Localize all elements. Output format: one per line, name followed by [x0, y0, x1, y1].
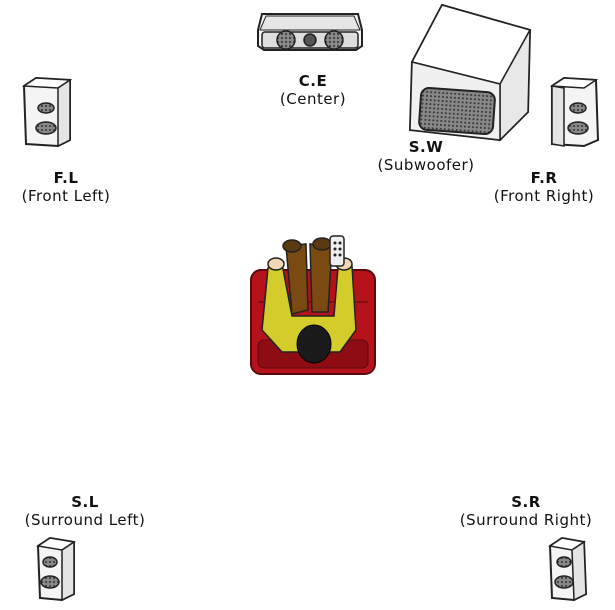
- subwoofer-label: S.W (Subwoofer): [358, 138, 494, 174]
- center-speaker-icon: [257, 13, 363, 51]
- surround-left-name: (Surround Left): [24, 511, 146, 529]
- listener-on-sofa-icon: [250, 235, 376, 375]
- front-left-speaker-icon: [21, 76, 73, 148]
- front-left-name: (Front Left): [21, 187, 111, 205]
- front-right-label: F.R (Front Right): [476, 169, 612, 205]
- center-name: (Center): [279, 90, 347, 108]
- center-label: C.E (Center): [258, 72, 368, 108]
- front-right-name: (Front Right): [493, 187, 595, 205]
- subwoofer-name: (Subwoofer): [377, 156, 475, 174]
- front-left-label: F.L (Front Left): [4, 169, 128, 205]
- surround-left-code: S.L: [71, 493, 99, 511]
- subwoofer-icon: [408, 3, 532, 142]
- surround-right-code: S.R: [511, 493, 541, 511]
- surround-left-speaker-icon: [36, 536, 76, 602]
- surround-left-label: S.L (Surround Left): [2, 493, 168, 529]
- front-right-code: F.R: [530, 169, 558, 187]
- surround-right-speaker-icon: [548, 536, 588, 602]
- center-code: C.E: [298, 72, 328, 90]
- surround-right-label: S.R (Surround Right): [440, 493, 612, 529]
- subwoofer-code: S.W: [408, 138, 444, 156]
- front-right-speaker-icon: [549, 76, 600, 148]
- front-left-code: F.L: [53, 169, 79, 187]
- surround-right-name: (Surround Right): [459, 511, 593, 529]
